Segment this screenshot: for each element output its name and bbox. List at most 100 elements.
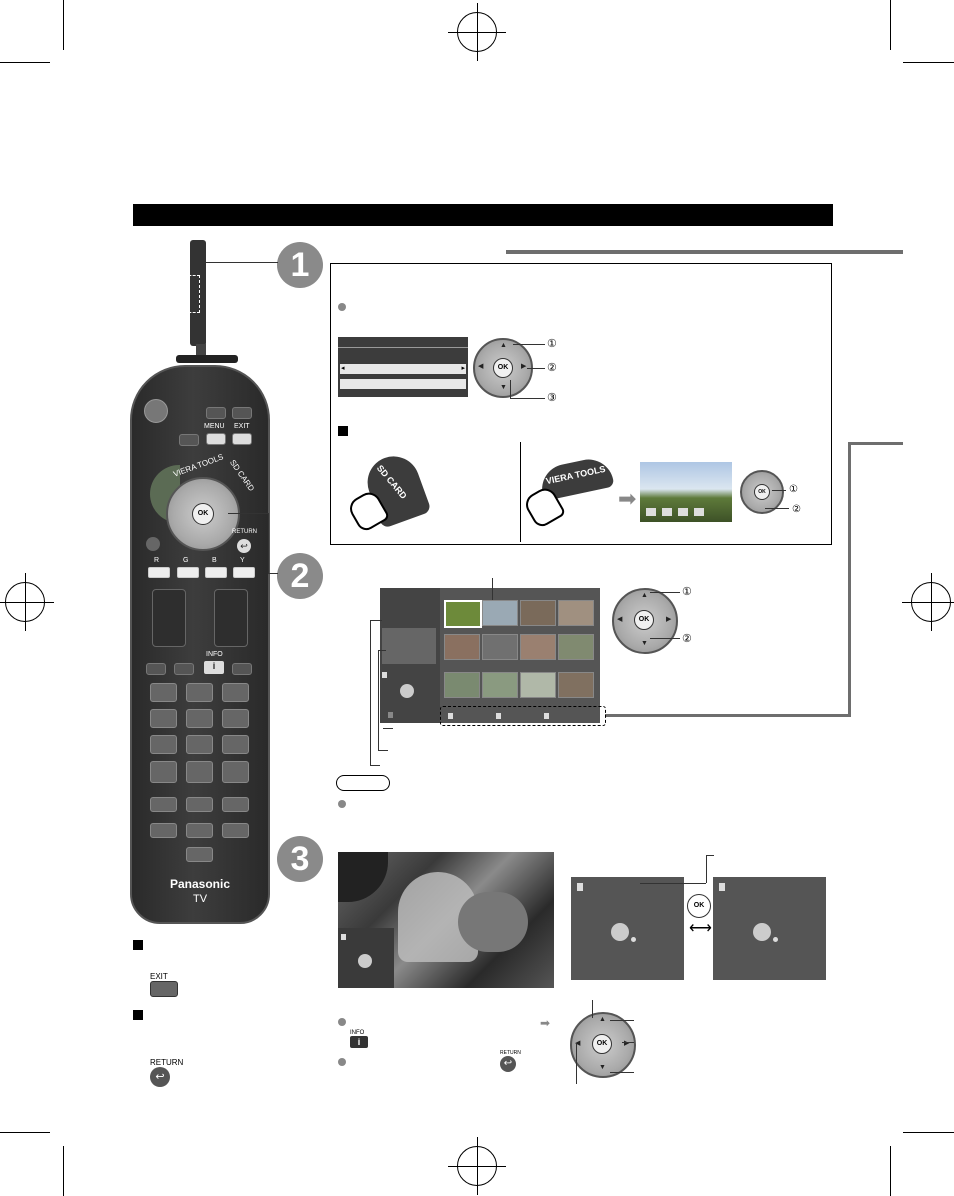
photo-thumbnail[interactable] [444, 600, 482, 628]
playback-key[interactable] [222, 797, 249, 812]
green-button[interactable] [177, 567, 199, 578]
callout-line [640, 883, 706, 884]
photo-thumbnail[interactable] [520, 672, 556, 698]
channel-rocker[interactable] [214, 589, 248, 647]
callout-number: ③ [547, 392, 557, 404]
remote-button[interactable] [232, 663, 252, 675]
callout-line [576, 1044, 577, 1084]
color-label-y: Y [240, 557, 245, 564]
arrow-left-icon: ◀ [617, 616, 623, 623]
callout-number: ① [682, 586, 692, 598]
number-key[interactable] [150, 735, 177, 754]
photo-thumbnail[interactable] [482, 634, 518, 660]
callout-line [268, 513, 269, 573]
remote-button[interactable] [206, 407, 226, 419]
sidebar-panel [380, 588, 440, 723]
arrow-right-icon: ▶ [666, 616, 672, 623]
registration-mark [902, 573, 954, 631]
callout-line [765, 508, 789, 509]
callout-line [268, 573, 278, 574]
photo-thumbnail[interactable] [482, 672, 518, 698]
menu-button[interactable] [206, 433, 226, 445]
ok-button[interactable]: OK [192, 503, 214, 525]
number-key[interactable] [150, 709, 177, 728]
callout-line [370, 620, 382, 621]
crop-mark [890, 1146, 891, 1196]
volume-rocker[interactable] [152, 589, 186, 647]
callout-line [706, 855, 714, 856]
callout-line [378, 650, 379, 750]
remote-button[interactable] [146, 663, 166, 675]
number-key[interactable] [186, 735, 213, 754]
remote-dpad[interactable]: OK [166, 477, 240, 551]
return-key-illustration: RETURN ↩ [500, 1050, 521, 1072]
bullet-square [133, 1010, 143, 1020]
playback-key[interactable] [150, 797, 177, 812]
side-return-key: RETURN ↩ [150, 1058, 183, 1087]
playback-key[interactable] [186, 823, 213, 838]
power-button[interactable] [144, 399, 168, 423]
bullet-square [338, 426, 348, 436]
chevron-right-icon: ▸ [461, 365, 465, 372]
photo-thumbnail[interactable] [558, 672, 594, 698]
remote-button[interactable] [232, 407, 252, 419]
crop-mark [0, 62, 50, 63]
playback-key[interactable] [186, 797, 213, 812]
playback-key[interactable] [222, 823, 249, 838]
playback-key[interactable] [186, 847, 213, 862]
photo-thumbnail[interactable] [482, 600, 518, 626]
callout-line [772, 490, 786, 491]
connector-line [605, 714, 851, 717]
photo-thumbnail[interactable] [520, 634, 556, 660]
remote-button[interactable] [146, 537, 160, 551]
number-key[interactable] [186, 709, 213, 728]
bullet-dot [338, 1018, 346, 1026]
number-key[interactable] [186, 761, 213, 783]
callout-line [378, 750, 388, 751]
callout-line [370, 620, 371, 765]
title-bar [133, 204, 833, 226]
photo-thumbnail[interactable] [558, 600, 594, 626]
divider [520, 442, 521, 542]
info-button[interactable]: i [204, 661, 224, 674]
number-key[interactable] [150, 761, 177, 783]
photo-thumbnail[interactable] [520, 600, 556, 626]
remote-button[interactable] [174, 663, 194, 675]
menu-label: MENU [204, 423, 225, 430]
arrow-right-icon: ➡ [618, 486, 637, 511]
color-key-bar [444, 712, 594, 720]
registration-mark [0, 573, 54, 631]
callout-line [610, 1072, 634, 1073]
arrow-left-icon: ◀ [575, 1040, 581, 1047]
number-key[interactable] [222, 735, 249, 754]
crop-mark [903, 1132, 954, 1133]
sd-card-label: SD CARD [374, 463, 409, 501]
return-button[interactable]: ↩ [237, 539, 251, 553]
number-key[interactable] [150, 683, 177, 702]
exit-label: EXIT [234, 423, 250, 430]
color-label-b: B [212, 557, 217, 564]
bullet-dot [338, 800, 346, 808]
callout-line [706, 855, 707, 883]
info-key-illustration: INFO i [350, 1030, 368, 1048]
red-button[interactable] [148, 567, 170, 578]
exit-button[interactable] [232, 433, 252, 445]
remote-button[interactable] [179, 434, 199, 446]
number-key[interactable] [222, 761, 249, 783]
number-key[interactable] [222, 709, 249, 728]
playback-key[interactable] [150, 823, 177, 838]
photo-thumbnail[interactable] [444, 634, 480, 660]
ok-button: OK [493, 358, 513, 378]
photo-thumbnail[interactable] [558, 634, 594, 660]
section-rule [506, 250, 903, 254]
number-key[interactable] [222, 683, 249, 702]
blue-button[interactable] [205, 567, 227, 578]
crop-mark [0, 1132, 50, 1133]
photo-thumbnail[interactable] [444, 672, 480, 698]
callout-line [378, 650, 386, 651]
yellow-button[interactable] [233, 567, 255, 578]
arrow-down-icon: ▼ [500, 384, 507, 391]
double-arrow-icon: ⟷ [689, 920, 712, 937]
number-key[interactable] [186, 683, 213, 702]
callout-number: ① [547, 338, 557, 350]
